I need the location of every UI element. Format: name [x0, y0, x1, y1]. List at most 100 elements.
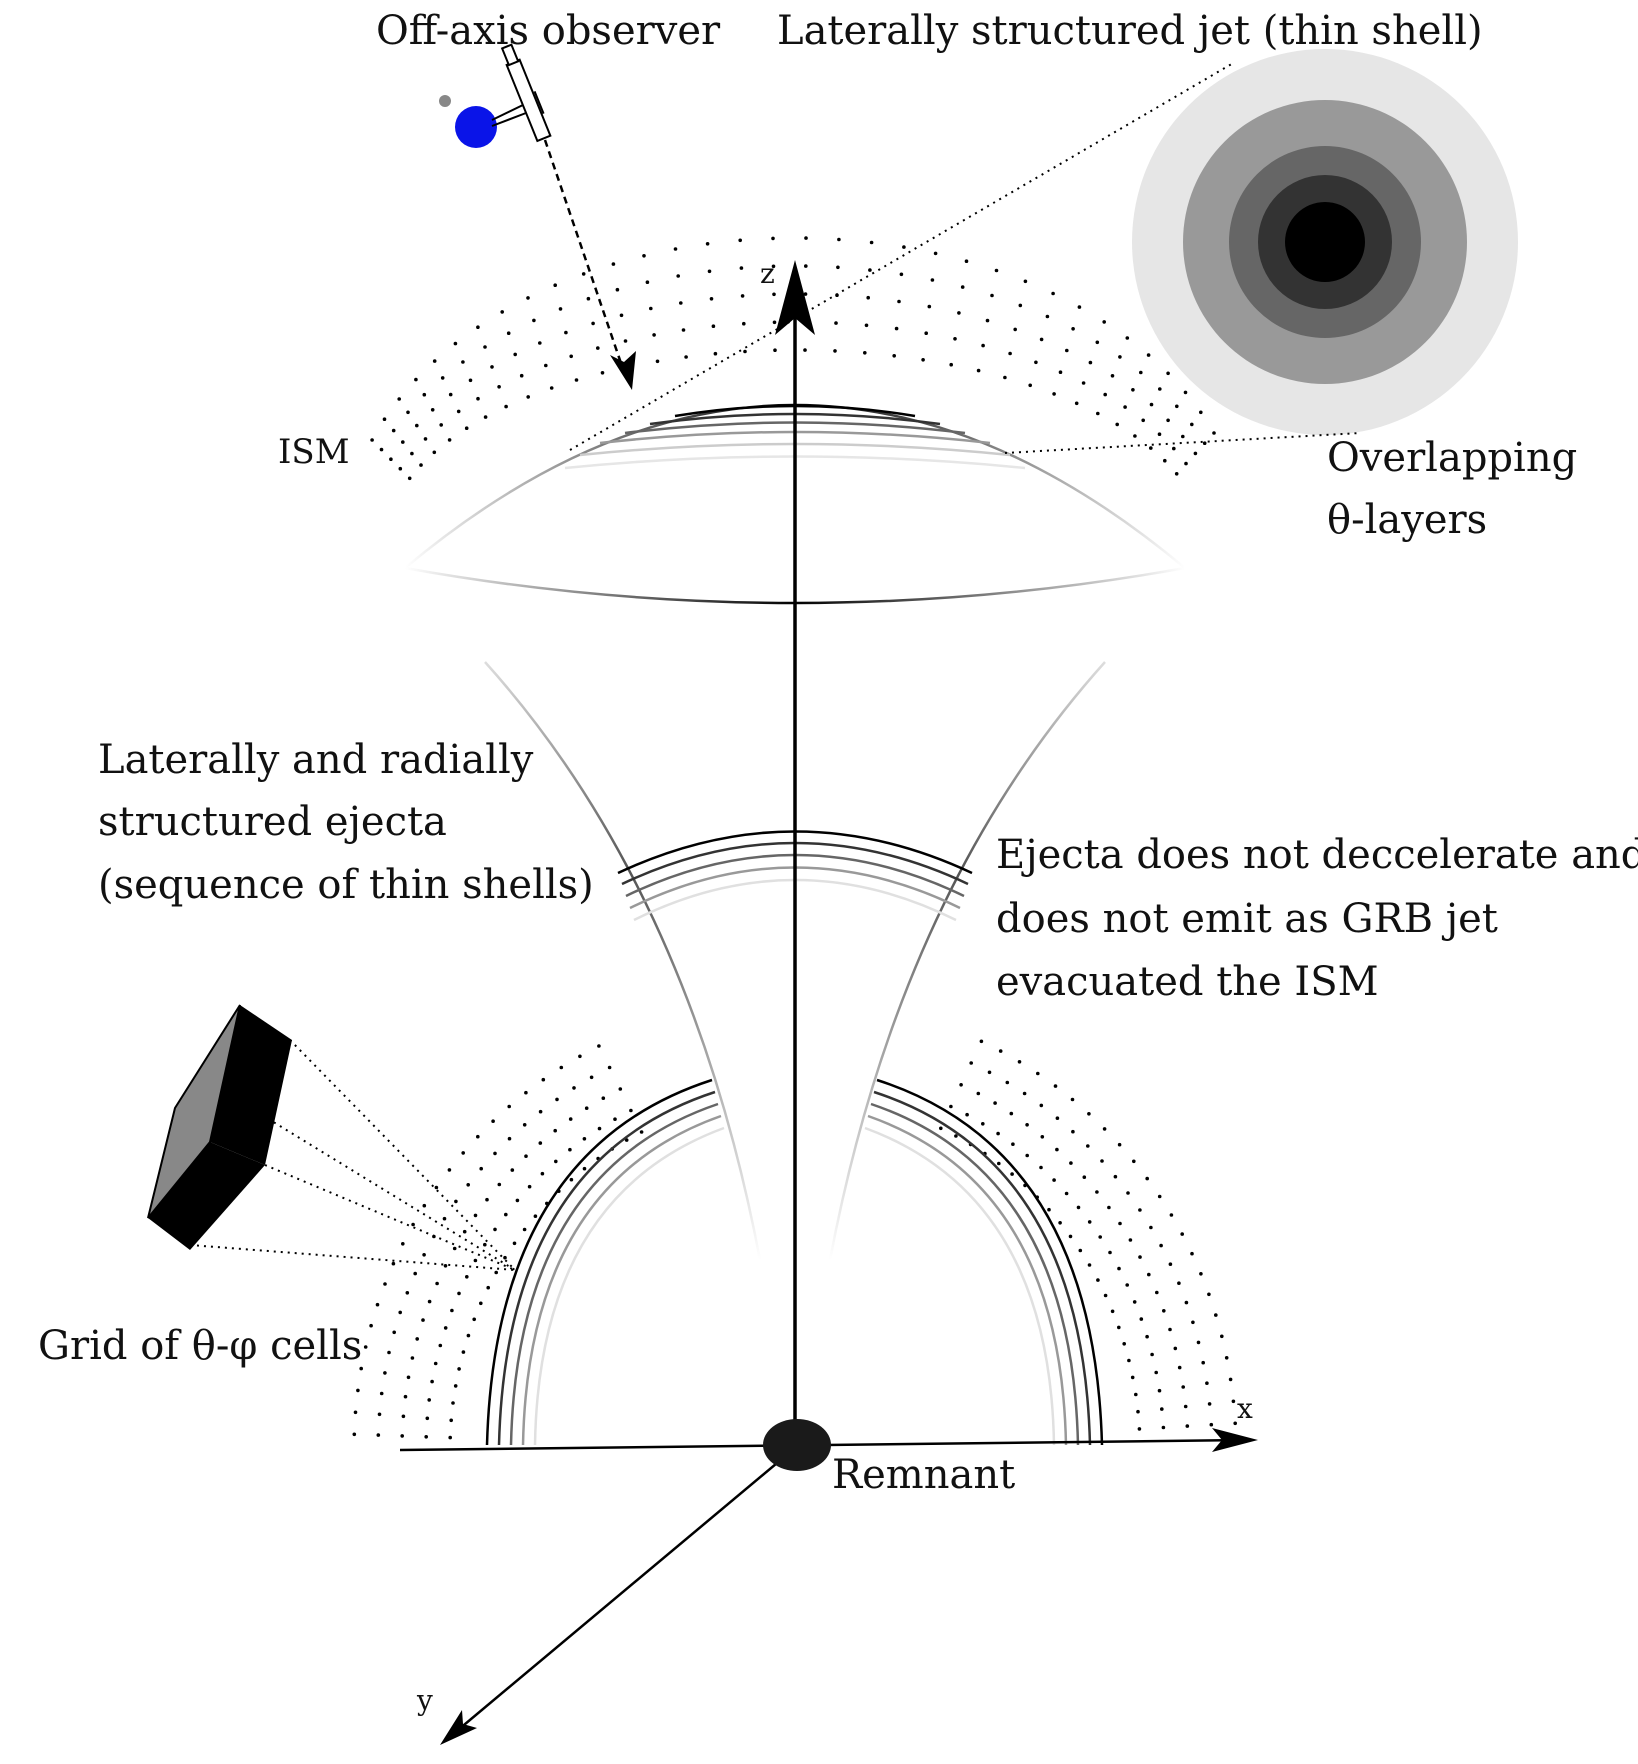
ism-dot: [432, 359, 437, 363]
ism-dot: [993, 1101, 997, 1105]
y-axis-label: y: [416, 1684, 433, 1717]
ism-dot: [1108, 1250, 1112, 1255]
ism-dot: [969, 1061, 973, 1065]
ism-dot: [1087, 1112, 1091, 1116]
ism-dot: [803, 348, 807, 352]
ism-dot: [493, 1227, 497, 1232]
ism-dot: [400, 1434, 405, 1438]
ism-dot: [425, 1416, 430, 1421]
ism-dot: [1013, 327, 1017, 332]
ism-dot: [532, 318, 536, 323]
ism-dot: [629, 1108, 633, 1113]
ism-dot: [464, 426, 469, 431]
jet-cap-base-left: [404, 566, 796, 605]
ism-dot: [1141, 418, 1145, 423]
ism-dot: [485, 1197, 489, 1202]
ism-dot: [1183, 390, 1188, 395]
ism-dot: [448, 1435, 453, 1440]
ism-dot: [1177, 1365, 1182, 1370]
y-axis-arrowhead: [440, 1710, 477, 1745]
ism-dot: [430, 408, 435, 412]
ism-dot: [483, 415, 488, 419]
ism-dot: [1163, 458, 1167, 463]
ism-dot: [1118, 1221, 1122, 1226]
ism-dot: [1145, 1176, 1149, 1181]
jet-cap-dome-left: [404, 403, 796, 569]
leader-lines: [189, 61, 1361, 1271]
ism-dot: [1064, 1191, 1069, 1196]
ism-dot: [401, 440, 405, 444]
ism-dot: [1160, 1407, 1164, 1411]
ism-dot: [987, 1070, 992, 1075]
ism-dot: [359, 1366, 364, 1371]
ism-dot: [1123, 405, 1127, 409]
ism-dot: [618, 1087, 623, 1091]
ism-dot: [454, 1199, 458, 1204]
ism-dot: [607, 1065, 612, 1070]
ism-dot: [863, 351, 867, 355]
ism-dot: [448, 392, 453, 397]
ism-dot: [1168, 1262, 1173, 1266]
ism-dot: [868, 268, 872, 272]
z-axis-arrowhead: [775, 260, 815, 335]
ism-dot: [642, 254, 646, 258]
ism-dot: [981, 1122, 985, 1126]
ism-dot: [1199, 1272, 1203, 1276]
ism-dot: [1132, 1300, 1137, 1304]
ism-dot: [581, 272, 586, 276]
ism-dot: [1125, 336, 1130, 340]
ism-dot: [771, 264, 776, 269]
ism-dot: [438, 1343, 443, 1348]
ism-label: ISM: [278, 432, 350, 472]
ism-dot: [613, 1117, 617, 1121]
ism-dot: [506, 331, 511, 336]
ism-dot: [655, 359, 660, 364]
ism-dot: [1009, 1111, 1014, 1116]
ism-dot: [1181, 434, 1185, 439]
ism-dot: [1137, 1427, 1142, 1431]
ism-dot: [997, 1161, 1001, 1166]
ism-dot: [1025, 1153, 1029, 1158]
ism-dot: [639, 1130, 644, 1134]
ism-dot: [597, 1044, 601, 1048]
ism-dot: [713, 351, 718, 356]
ejecta-label-1: Laterally and radially: [98, 737, 534, 783]
ism-dot: [743, 349, 747, 354]
ism-dot: [461, 1350, 466, 1354]
ism-dot: [569, 1177, 574, 1182]
ism-dot: [1190, 1251, 1194, 1256]
ism-dot: [624, 1138, 629, 1142]
observer-head-dot: [439, 95, 451, 107]
ism-dot: [1115, 422, 1119, 427]
ism-dot: [897, 299, 901, 304]
ism-dot: [376, 1433, 381, 1437]
ism-dot: [461, 360, 465, 364]
ism-dot: [483, 1242, 487, 1247]
ism-dot: [559, 1065, 564, 1070]
ism-dot: [1149, 1225, 1153, 1230]
ism-dot: [981, 343, 985, 348]
ism-dot: [1071, 327, 1075, 331]
ism-dot: [1069, 1161, 1073, 1165]
ism-dot: [1158, 387, 1162, 391]
ism-dot: [1040, 1135, 1045, 1139]
ism-dot: [387, 1350, 391, 1355]
ism-dot: [1003, 375, 1007, 380]
ism-dot: [1110, 374, 1115, 378]
ism-dot: [422, 1203, 427, 1208]
ism-dot: [473, 1258, 478, 1263]
ism-dot: [1145, 1334, 1149, 1339]
ism-dot: [1096, 1278, 1100, 1282]
ism-dot: [457, 1367, 461, 1371]
grid-label: Grid of θ-φ cells: [38, 1323, 362, 1369]
overlapping-label-2: θ-layers: [1327, 497, 1487, 543]
ism-dot: [375, 1302, 380, 1307]
ism-dot: [447, 1168, 452, 1172]
ism-dot: [503, 1255, 507, 1260]
no-decel-label-3: evacuated the ISM: [996, 959, 1379, 1005]
ism-dot: [864, 323, 869, 328]
remnant-label: Remnant: [832, 1452, 1015, 1498]
ism-dot: [389, 457, 393, 462]
telescope-icon: [500, 43, 552, 143]
ism-dot: [447, 438, 452, 442]
